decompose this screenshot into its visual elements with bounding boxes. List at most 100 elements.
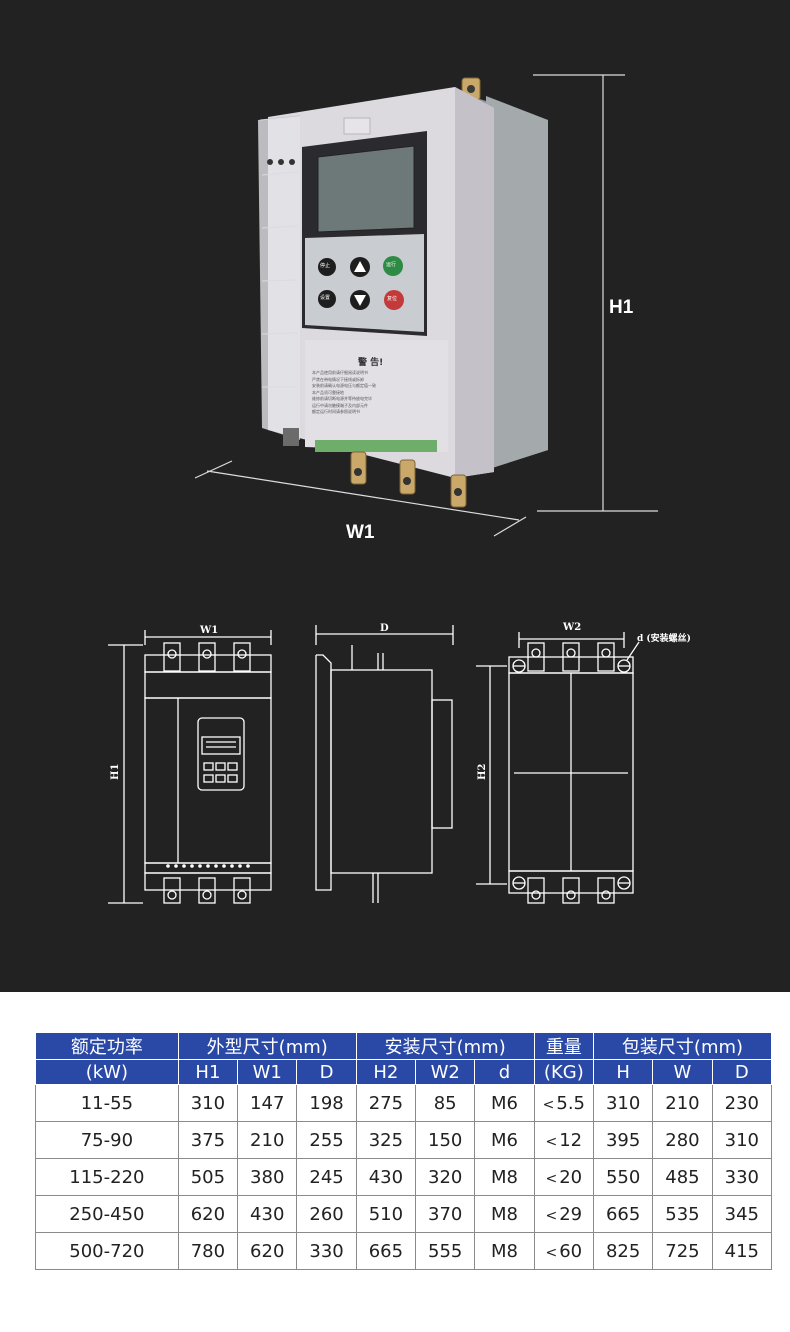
table-row: 500-720 780 620 330 665 555 M8 <60 825 7… (35, 1232, 773, 1270)
cell-package-h: 395 (592, 1121, 654, 1159)
header-outer-size: 外型尺寸(mm) (177, 1032, 357, 1060)
photo-w1-label: W1 (346, 522, 375, 543)
cell-weight: <5.5 (533, 1084, 594, 1122)
warning-text: 本产品使用前请仔细阅读说明书 严禁在带电情况下接线或拆卸 安装前请确认电源电压与… (312, 370, 440, 416)
less-than-sign: < (542, 1096, 555, 1113)
table-row: 11-55 310 147 198 275 85 M6 <5.5 310 210… (35, 1084, 773, 1122)
cell-w1: 430 (237, 1195, 298, 1233)
cell-w2: 320 (415, 1158, 476, 1196)
cell-screw-d: M6 (474, 1084, 535, 1122)
cell-h1: 780 (177, 1232, 239, 1270)
header-h2: H2 (355, 1059, 417, 1085)
cell-power: 75-90 (35, 1121, 179, 1159)
header-power: 额定功率 (35, 1032, 179, 1060)
product-photo (194, 74, 658, 537)
key-label-stop: 停止 (320, 263, 331, 269)
h1-dimension-lines (533, 74, 658, 512)
cell-power: 250-450 (35, 1195, 179, 1233)
header-w2: W2 (415, 1059, 476, 1085)
cell-w2: 555 (415, 1232, 476, 1270)
key-label-run: 运行 (386, 262, 397, 268)
cell-screw-d: M8 (474, 1232, 535, 1270)
header-h1: H1 (177, 1059, 239, 1085)
cell-d: 255 (296, 1121, 357, 1159)
cell-w2: 370 (415, 1195, 476, 1233)
drawing-h1-label: H1 (110, 764, 121, 780)
warning-line: 维修前请切断电源并等待放电完毕 (312, 396, 372, 401)
cell-package-h: 825 (592, 1232, 654, 1270)
lcd-screen (317, 145, 415, 233)
cell-d: 330 (296, 1232, 357, 1270)
cell-w1: 210 (237, 1121, 298, 1159)
header-install-size: 安装尺寸(mm) (355, 1032, 535, 1060)
cell-package-w: 280 (652, 1121, 713, 1159)
cell-power: 11-55 (35, 1084, 179, 1122)
cell-d: 245 (296, 1158, 357, 1196)
warning-line: 本产品使用前请仔细阅读说明书 (312, 370, 368, 375)
cell-h2: 325 (355, 1121, 417, 1159)
spec-table: 额定功率 外型尺寸(mm) 安装尺寸(mm) 重量 包装尺寸(mm) (kW) … (35, 1032, 773, 1270)
cell-screw-d: M8 (474, 1195, 535, 1233)
header-screw-d: d (474, 1059, 535, 1085)
cell-w2: 150 (415, 1121, 476, 1159)
warning-label (305, 340, 448, 452)
key-label-reset: 复位 (387, 296, 398, 302)
cell-package-d: 230 (711, 1084, 773, 1122)
warning-line: 运行中请勿触摸端子及内部元件 (312, 402, 368, 408)
photo-h1-label: H1 (609, 297, 634, 318)
terminal-dots (166, 864, 250, 868)
drawing-w1-label: W1 (199, 625, 218, 636)
cell-w1: 147 (237, 1084, 298, 1122)
side-view (315, 625, 454, 903)
cell-weight: <12 (533, 1121, 594, 1159)
cell-h1: 505 (177, 1158, 239, 1196)
cell-screw-d: M8 (474, 1158, 535, 1196)
front-view (108, 630, 272, 904)
header-weight-unit: (KG) (533, 1059, 594, 1085)
cell-package-h: 310 (592, 1084, 654, 1122)
less-than-sign: < (545, 1133, 558, 1150)
warning-line: 额定运行时间请参照说明书 (312, 409, 360, 414)
cell-package-w: 485 (652, 1158, 713, 1196)
cell-package-w: 210 (652, 1084, 713, 1122)
cell-weight: <60 (533, 1232, 594, 1270)
less-than-sign: < (545, 1244, 558, 1261)
cell-h2: 510 (355, 1195, 417, 1233)
drawing-w2-label: W2 (562, 622, 581, 633)
cell-h2: 665 (355, 1232, 417, 1270)
cell-h2: 275 (355, 1084, 417, 1122)
cell-w1: 380 (237, 1158, 298, 1196)
weight-value: 5.5 (556, 1092, 586, 1114)
header-w1: W1 (237, 1059, 298, 1085)
cell-power: 500-720 (35, 1232, 179, 1270)
weight-value: 29 (559, 1203, 583, 1225)
less-than-sign: < (545, 1207, 558, 1224)
key-label-set: 设置 (320, 295, 331, 301)
drawing-h2-label: H2 (477, 764, 488, 780)
weight-value: 20 (559, 1166, 583, 1188)
table-row: 75-90 375 210 255 325 150 M6 <12 395 280… (35, 1121, 773, 1159)
warning-line: 严禁在带电情况下接线或拆卸 (312, 376, 364, 382)
cell-screw-d: M6 (474, 1121, 535, 1159)
technical-drawings: W1 H1 D W2 H2 d (安装螺丝) (108, 622, 691, 904)
cell-package-w: 725 (652, 1232, 713, 1270)
weight-value: 60 (559, 1240, 583, 1262)
cell-power: 115-220 (35, 1158, 179, 1196)
drawing-d-note: d (安装螺丝) (637, 632, 691, 644)
cell-package-d: 330 (711, 1158, 773, 1196)
cell-package-h: 665 (592, 1195, 654, 1233)
warning-line: 本产品须可靠接地 (312, 389, 344, 395)
header-package-d: D (711, 1059, 773, 1085)
w1-dimension-lines (194, 460, 527, 537)
header-package-h: H (592, 1059, 654, 1085)
header-package-w: W (652, 1059, 713, 1085)
less-than-sign: < (545, 1170, 558, 1187)
cell-package-d: 415 (711, 1232, 773, 1270)
header-power-unit: (kW) (35, 1059, 179, 1085)
warning-title: 警 告! (358, 358, 384, 368)
cell-h1: 310 (177, 1084, 239, 1122)
header-d: D (296, 1059, 357, 1085)
cell-package-d: 345 (711, 1195, 773, 1233)
cell-package-w: 535 (652, 1195, 713, 1233)
cell-h1: 375 (177, 1121, 239, 1159)
